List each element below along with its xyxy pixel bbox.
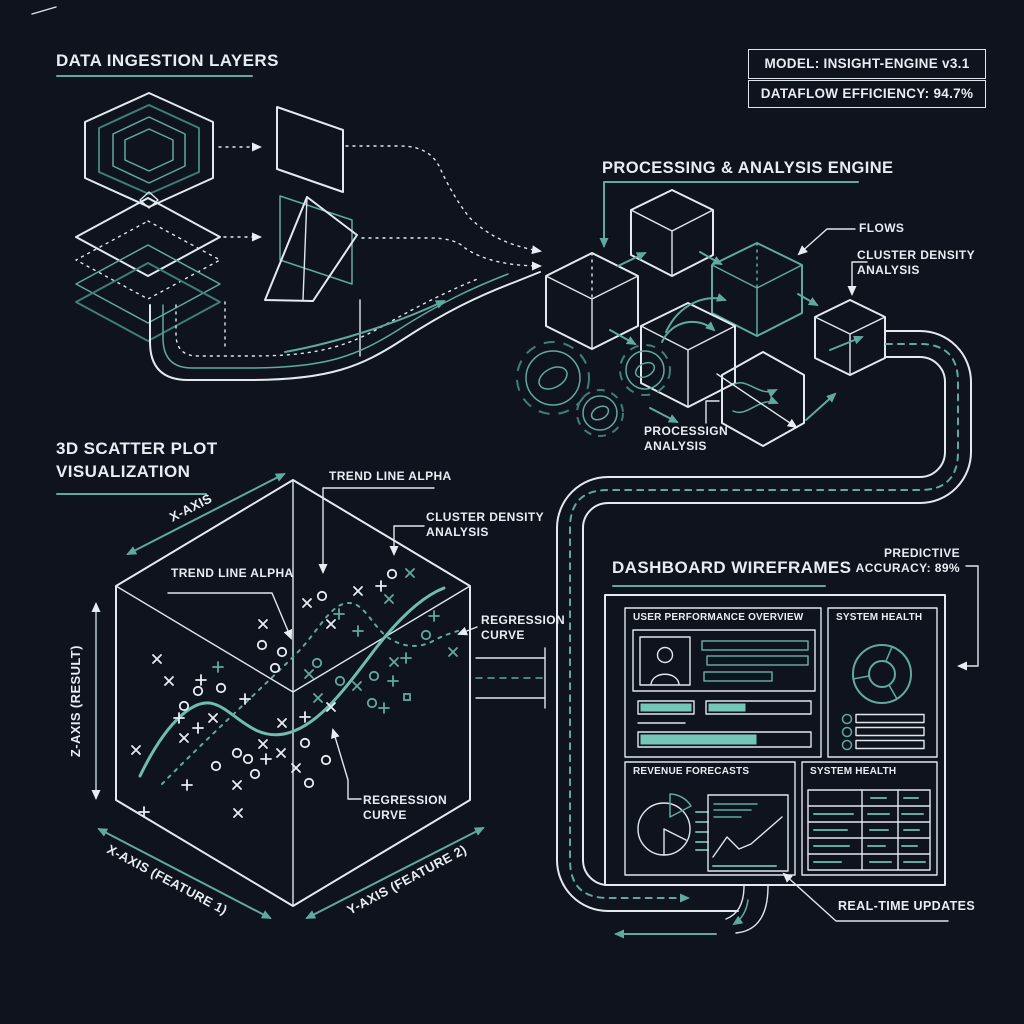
line-chart: [712, 816, 783, 858]
trend-line-dashed: [161, 601, 459, 785]
scatter-points: [131, 568, 458, 818]
model-info-box: MODEL: INSIGHT-ENGINE v3.1: [748, 49, 986, 79]
trend-line-alpha-top-label: TREND LINE ALPHA: [329, 469, 452, 483]
dashboard-drop-pipe: [725, 885, 769, 934]
realtime-updates-label: REAL-TIME UPDATES: [838, 899, 976, 913]
panel-title-system-health-bottom: SYSTEM HEALTH: [810, 766, 897, 777]
panel-user-performance: [624, 607, 822, 758]
avatar-head-icon: [656, 646, 674, 664]
dashboard-frame: [604, 594, 946, 886]
panel-revenue-forecasts: [624, 761, 796, 876]
processing-analysis-label: PROCESSIGN ANALYSIS: [644, 424, 729, 453]
dotted-flow-arrows: [218, 142, 542, 357]
scatter-callout-lines: [167, 487, 478, 800]
corner-mark: [31, 6, 57, 15]
line-chart-box: [707, 794, 789, 872]
engine-cluster-label: CLUSTER DENSITY ANALYSIS: [857, 248, 976, 277]
axis-arrows: [91, 473, 485, 919]
gear-icon-mid: [619, 344, 671, 396]
regression-curve-right-label: REGRESSION CURVE: [481, 613, 566, 642]
scatter-title: 3D SCATTER PLOT VISUALIZATION: [56, 439, 218, 481]
panel-title-revenue-forecasts: REVENUE FORECASTS: [633, 766, 750, 777]
regression-curve-bottom-label: REGRESSION CURVE: [363, 793, 448, 822]
donut-chart: [852, 644, 912, 704]
wireframe-table: [807, 789, 931, 871]
flows-label: FLOWS: [859, 221, 905, 235]
dashboard-section: [604, 565, 979, 922]
z-axis-label: Z-AXIS (RESULT): [67, 645, 83, 758]
process-hexagon-icon: [716, 351, 805, 447]
cluster-density-scatter-label: CLUSTER DENSITY ANALYSIS: [426, 510, 545, 539]
nested-hexagons-icon: [84, 92, 214, 209]
layer-stack-icon: [75, 197, 221, 342]
engine-title: PROCESSING & ANALYSIS ENGINE: [602, 159, 894, 177]
engine-callout-lines: [705, 228, 868, 424]
engine-cube-e: [814, 299, 886, 376]
ingest-sweep-pipes: [149, 271, 541, 381]
ingestion-title: DATA INGESTION LAYERS: [56, 51, 279, 70]
dashboard-callout-lines: [782, 565, 979, 922]
scatter-output-connector: [475, 647, 546, 709]
engine-cube-c: [711, 242, 803, 337]
engine-flow-arrows: [609, 251, 837, 423]
trend-line-alpha-inner-label: TREND LINE ALPHA: [171, 566, 294, 580]
pipe-network: [475, 330, 972, 939]
engine-section: [516, 181, 886, 447]
avatar-body-icon: [650, 673, 680, 685]
panel-system-health-table: [801, 761, 938, 876]
avatar: [639, 636, 691, 686]
gear-icon-small: [576, 389, 624, 437]
ingest-plane-icon: [276, 106, 344, 193]
predictive-accuracy-label: PREDICTIVE ACCURACY: 89%: [855, 546, 960, 575]
engine-cube-b: [630, 189, 714, 277]
ingestion-section: [56, 75, 542, 381]
engine-cube-a: [545, 252, 639, 350]
engine-title-underline: [599, 181, 859, 248]
efficiency-info-box: DATAFLOW EFFICIENCY: 94.7%: [748, 80, 986, 108]
scatter-cube: [115, 479, 471, 907]
folded-plane-icon: [264, 195, 358, 302]
engine-cube-d: [640, 302, 736, 408]
scatter-section: [56, 473, 485, 919]
panel-title-user-performance: USER PERFORMANCE OVERVIEW: [633, 612, 804, 623]
gear-icon-large: [516, 341, 590, 415]
regression-curve-line: [138, 586, 446, 778]
panel-title-system-health-top: SYSTEM HEALTH: [836, 612, 923, 623]
panel-system-health-donut: [827, 607, 938, 758]
dashboard-title: DASHBOARD WIREFRAMES: [612, 558, 852, 577]
